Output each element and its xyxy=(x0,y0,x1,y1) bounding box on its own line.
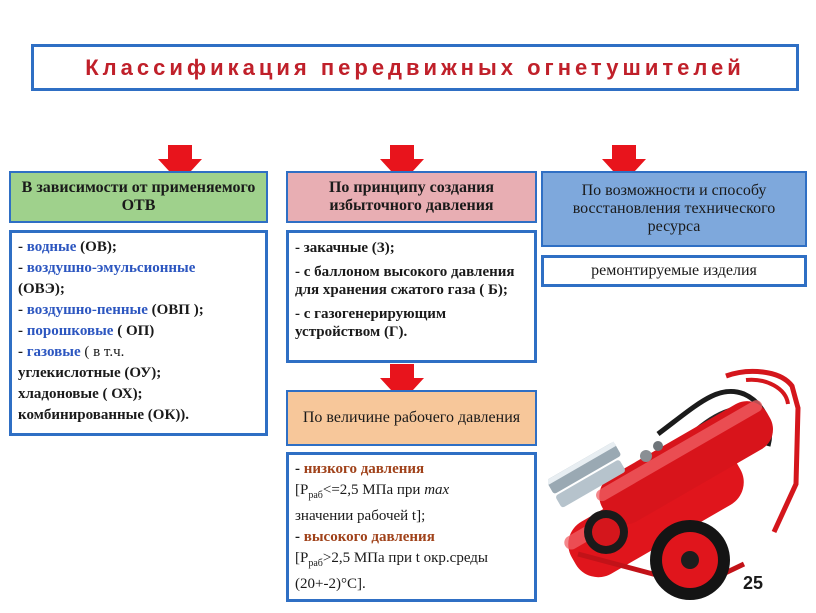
arrow-down-icon xyxy=(380,145,424,183)
header-by-restoration: По возможности и способу восстановления … xyxy=(541,171,807,247)
list-item: - воздушно-пенные (ОВП ); xyxy=(18,302,204,318)
fire-extinguisher-image xyxy=(548,368,801,600)
arrow-down-icon xyxy=(380,364,424,402)
list-item: - с газогенерирующим устройством (Г). xyxy=(295,306,447,340)
header-by-pressure-principle: По принципу создания избыточного давлени… xyxy=(286,171,537,223)
title-box: Классификация передвижных огнетушителей xyxy=(31,44,799,91)
list-item: - газовые ( в т.ч. xyxy=(18,344,125,360)
list-by-working-pressure: - низкого давления [Рраб<=2,5 МПа при ma… xyxy=(286,452,537,602)
header-by-working-pressure: По величине рабочего давления xyxy=(286,390,537,446)
page-title: Классификация передвижных огнетушителей xyxy=(85,54,745,80)
list-by-restoration: ремонтируемые изделия xyxy=(541,255,807,287)
list-item: - высокого давления xyxy=(295,529,435,545)
list-item: [Рраб<=2,5 МПа при max xyxy=(295,482,450,501)
list-item: - с баллоном высокого давления для хране… xyxy=(295,264,515,298)
list-item: (20+-2)°С]. xyxy=(295,576,366,592)
header-by-pressure-principle-text: По принципу создания избыточного давлени… xyxy=(328,179,495,214)
list-item: ремонтируемые изделия xyxy=(591,262,757,279)
arrow-down-icon xyxy=(158,145,202,183)
page-number: 25 xyxy=(743,573,764,593)
list-by-pressure-principle: - закачные (З); - с баллоном высокого да… xyxy=(286,230,537,363)
list-item: - низкого давления xyxy=(295,461,425,477)
list-item: хладоновые ( ОХ); xyxy=(18,386,143,402)
list-item: - водные (ОВ); xyxy=(18,239,117,255)
header-by-working-pressure-text: По величине рабочего давления xyxy=(302,409,521,426)
list-item: значении рабочей t]; xyxy=(295,508,426,524)
header-by-restoration-text: По возможности и способу восстановления … xyxy=(572,182,776,235)
list-by-agent: - водные (ОВ); - воздушно-эмульсионные (… xyxy=(9,230,268,436)
list-item: [Рраб>2,5 МПа при t окр.среды xyxy=(295,550,488,569)
list-item: углекислотные (ОУ); xyxy=(18,365,162,381)
list-item: (ОВЭ); xyxy=(18,281,65,297)
list-item: - закачные (З); xyxy=(295,240,395,256)
arrow-down-icon xyxy=(602,145,646,183)
list-item: - порошковые ( ОП) xyxy=(18,323,155,339)
list-item: комбинированные (ОК)). xyxy=(18,407,190,423)
list-item: - воздушно-эмульсионные xyxy=(18,260,196,276)
header-by-agent: В зависимости от применяемого ОТВ xyxy=(9,171,268,223)
header-by-agent-text: В зависимости от применяемого ОТВ xyxy=(21,179,256,214)
